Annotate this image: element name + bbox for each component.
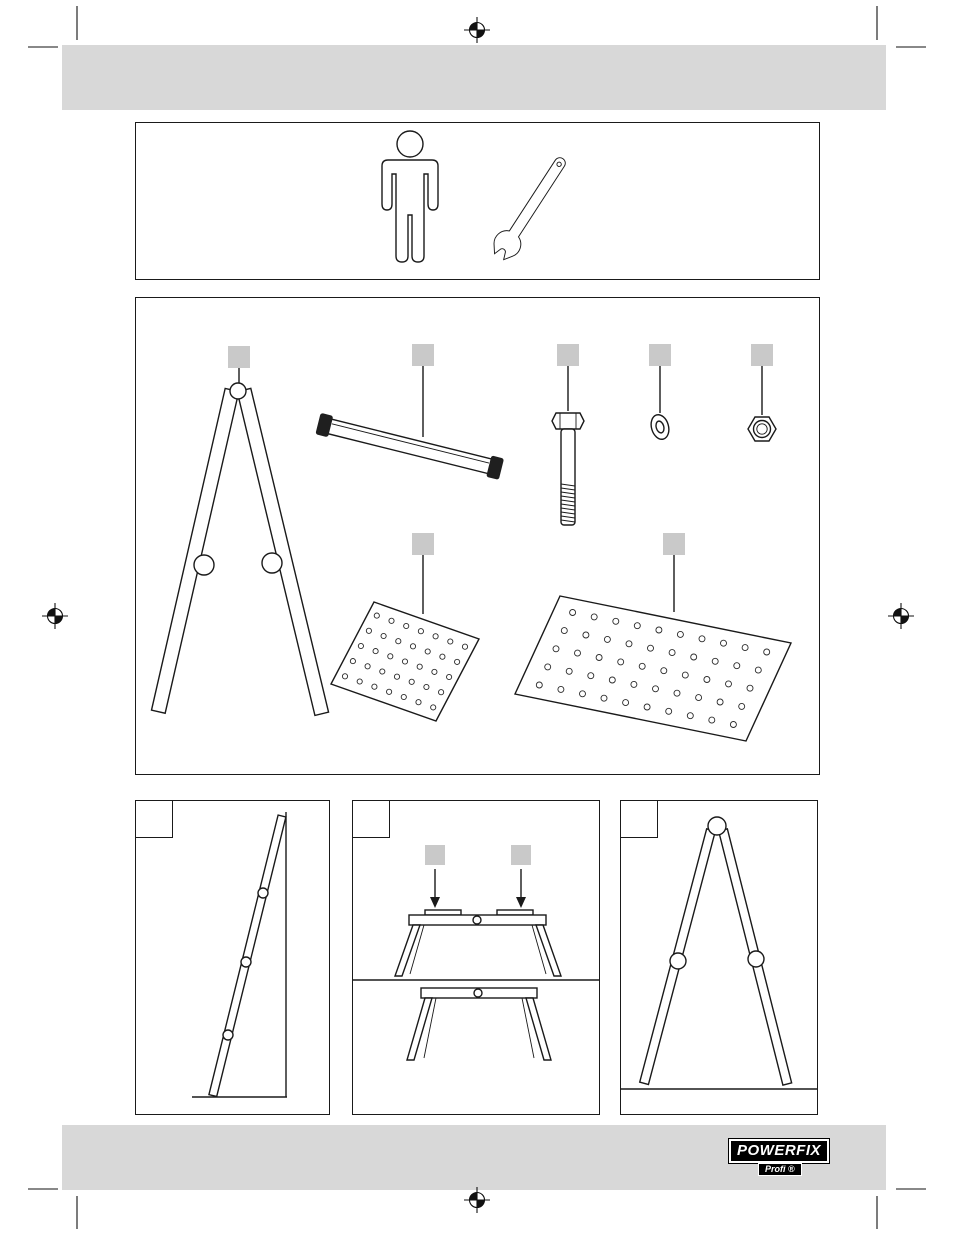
- parts-panel: [135, 297, 820, 775]
- step2-number-box: [352, 800, 390, 838]
- top-banner: [62, 45, 886, 110]
- registration-mark-right: [887, 602, 915, 630]
- brand-name: POWERFIX: [728, 1138, 831, 1164]
- registration-mark-bottom: [463, 1186, 491, 1214]
- brand-sub-name: Profi ®: [758, 1163, 802, 1176]
- step3-panel: [620, 800, 818, 1115]
- step1-number-box: [135, 800, 173, 838]
- step3-number-box: [620, 800, 658, 838]
- powerfix-logo: POWERFIX Profi ®: [728, 1138, 831, 1180]
- tools-panel: [135, 122, 820, 280]
- registration-mark-top: [463, 16, 491, 44]
- step1-panel: [135, 800, 330, 1115]
- step2-panel: [352, 800, 600, 1115]
- registration-mark-left: [41, 602, 69, 630]
